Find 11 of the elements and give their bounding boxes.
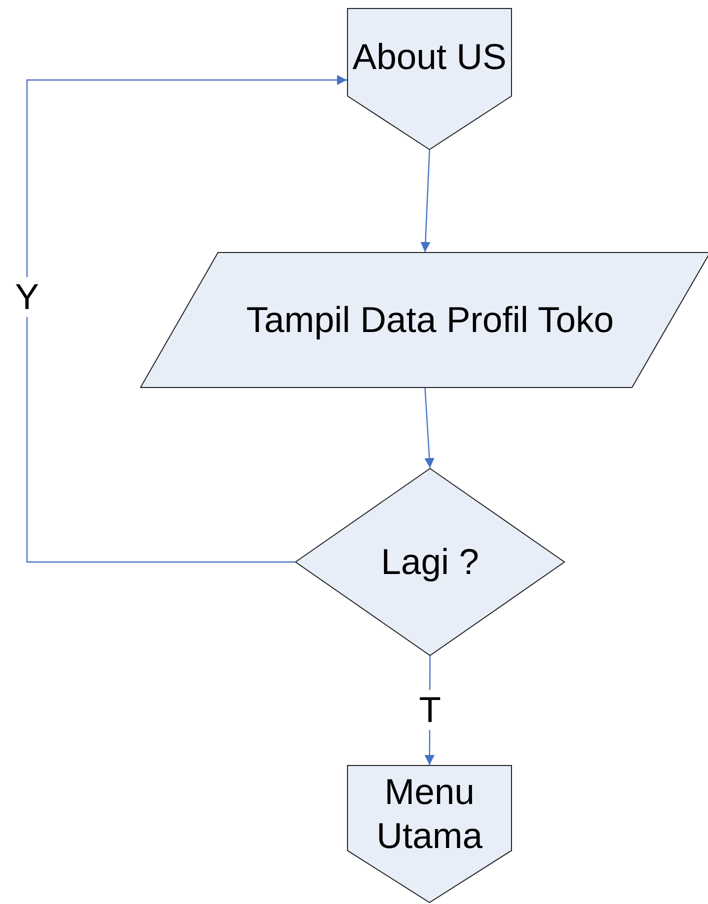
node-label: About US [352,35,507,79]
arrow [26,75,347,563]
node-label: Lagi ? [380,540,480,584]
arrow [424,388,434,468]
data-parallelogram [140,252,708,388]
node-label: Tampil Data Profil Toko [246,298,614,342]
off-page-connector [347,765,512,903]
node-label: Menu Utama [375,770,484,858]
off-page-connector [347,8,512,150]
decision-diamond [295,468,565,656]
arrow [420,150,430,252]
